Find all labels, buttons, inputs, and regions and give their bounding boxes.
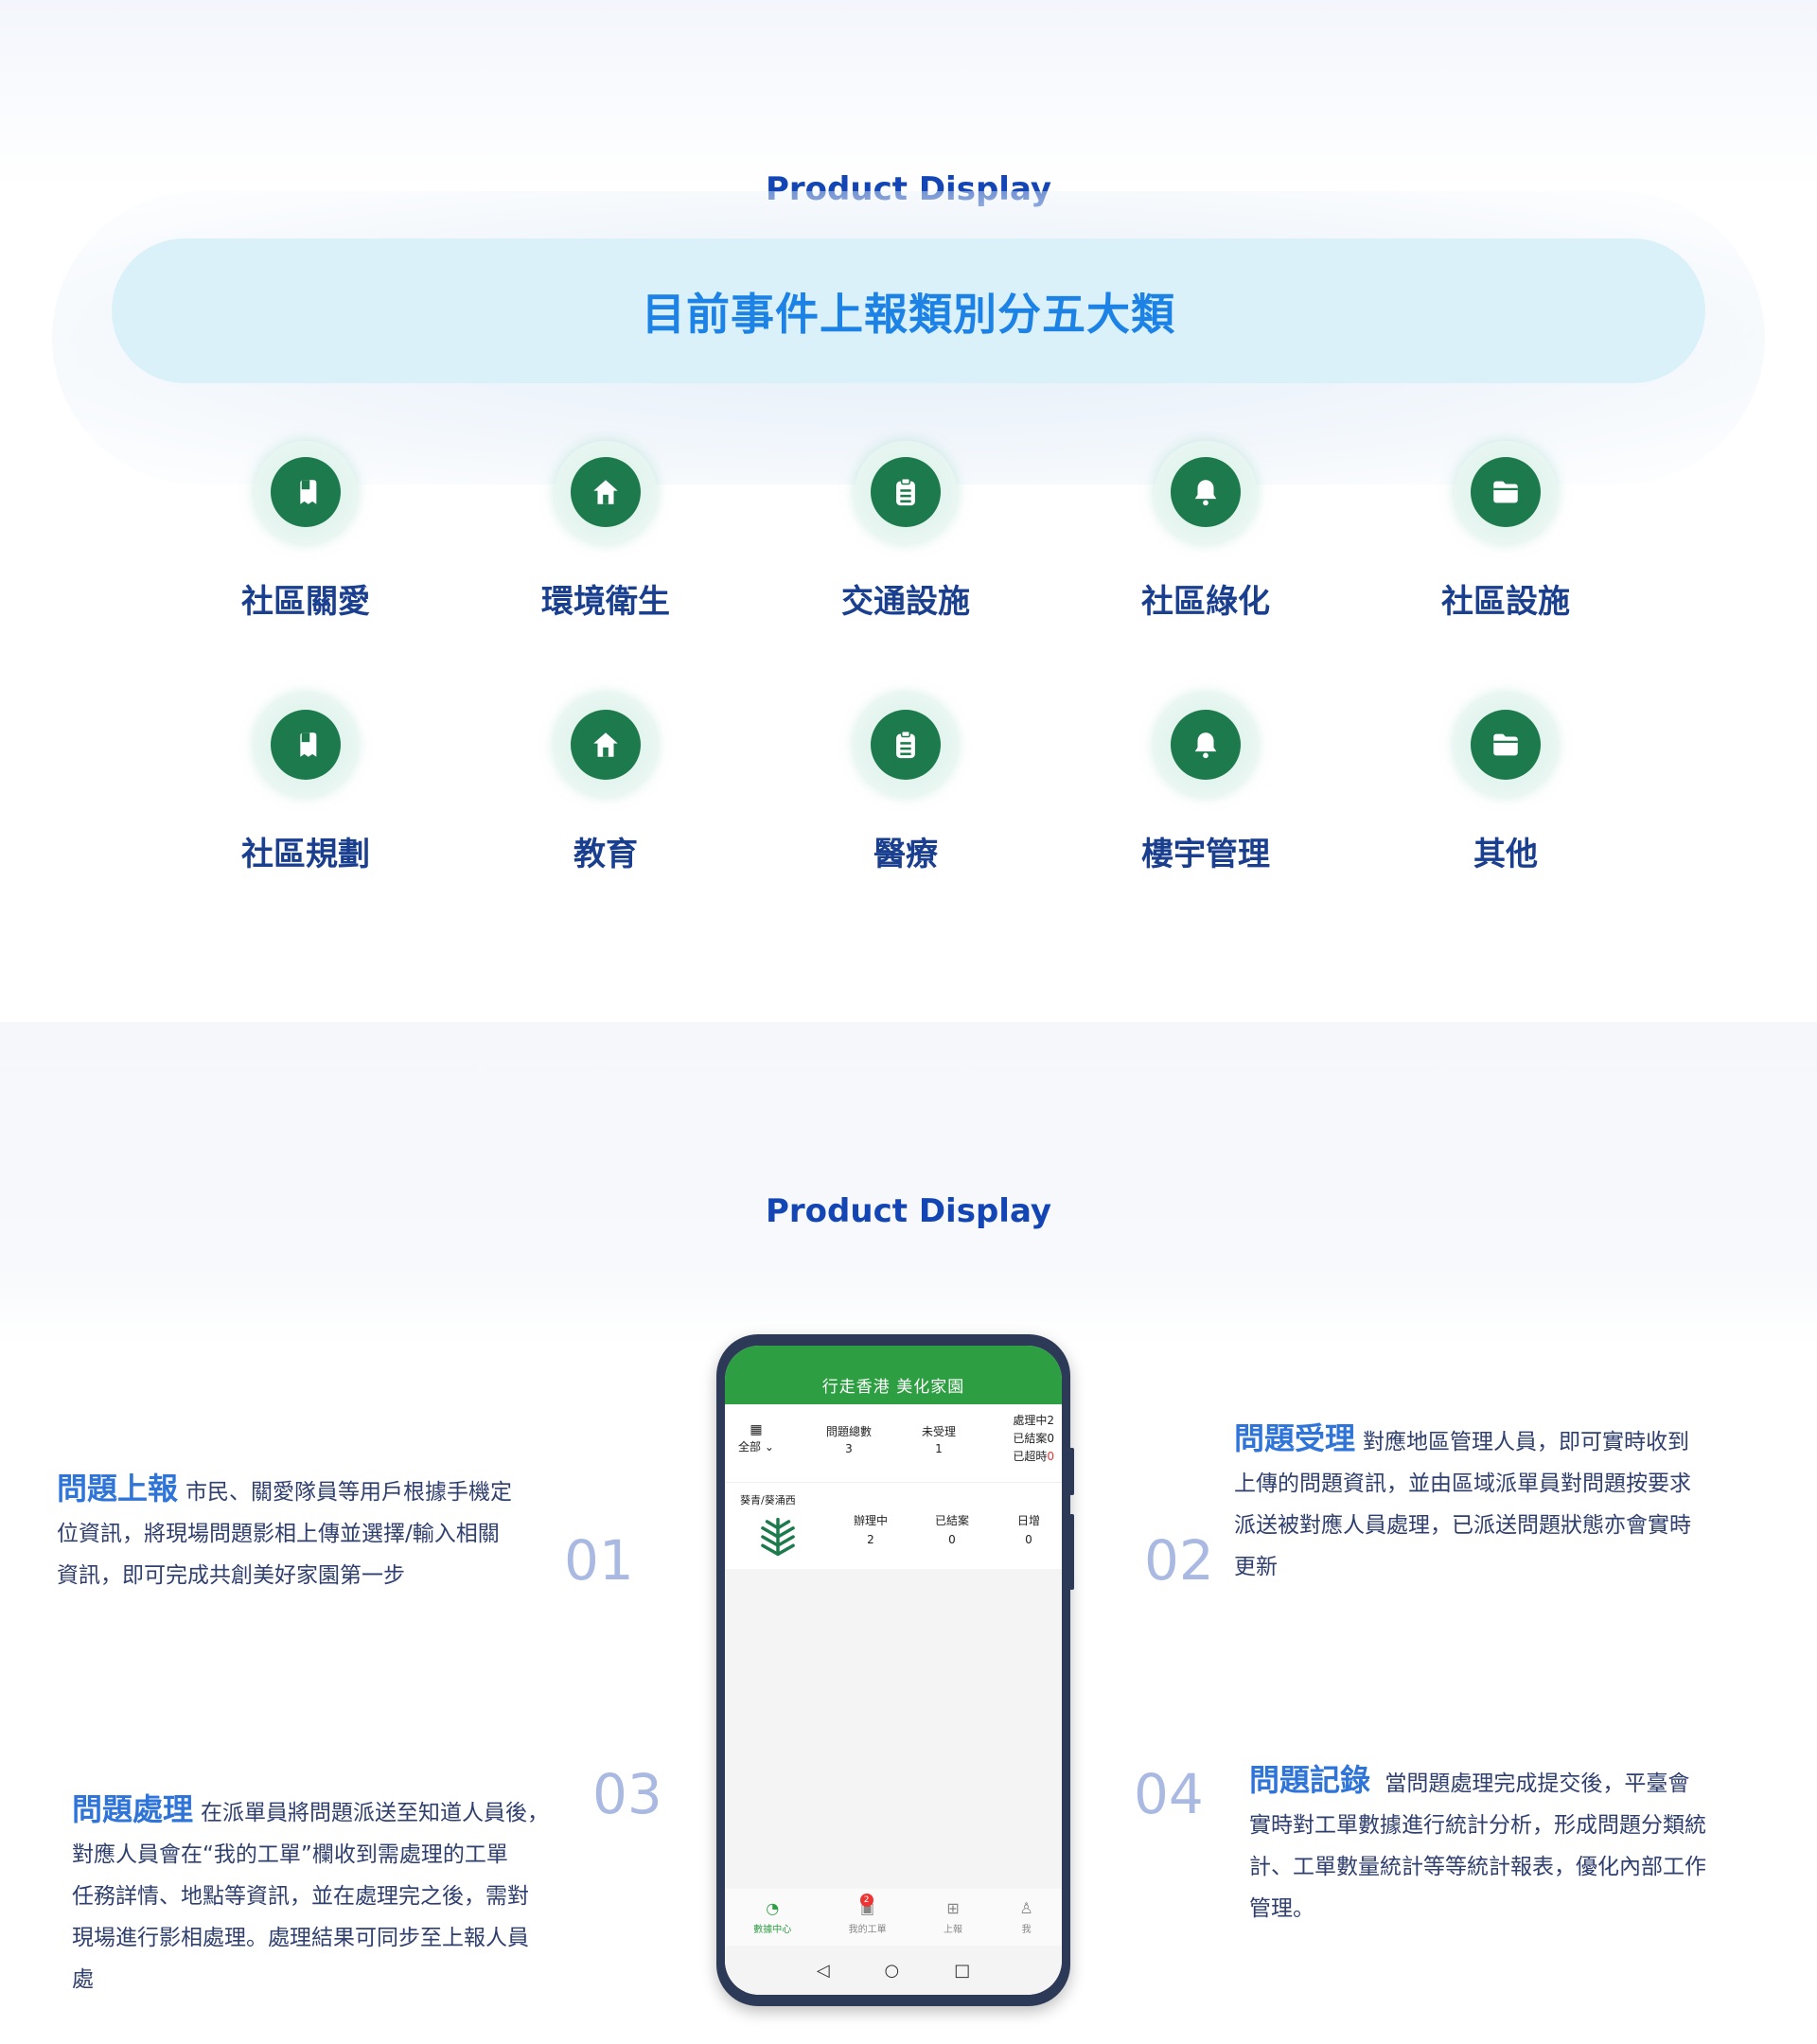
feature-title: 問題上報 [57,1471,179,1507]
bell-icon [1171,710,1241,780]
calendar-icon: ▦ [750,1422,763,1437]
phone-mockup: 行走香港 美化家園 ▦ 全部 ⌄ 問題總數 3 未受理 1 處理中2 已結案0 [716,1334,1074,2006]
category-community-planning[interactable]: 社區規劃 [192,694,419,883]
feature-title: 問題受理 [1234,1420,1356,1456]
filter-dropdown[interactable]: ▦ 全部 ⌄ [738,1422,774,1454]
step-number: 02 [1144,1528,1214,1593]
plus-square-icon: ⊞ [946,1899,960,1917]
category-building-management[interactable]: 樓宇管理 [1092,694,1319,883]
step-number: 04 [1134,1762,1204,1826]
back-icon[interactable]: ◁ [816,1960,830,1981]
feature-acceptance: 問題受理對應地區管理人員，即可實時收到 上傳的問題資訊，並由區域派單員對問題按要… [1234,1420,1691,1579]
category-environment-hygiene[interactable]: 環境衛生 [492,441,719,630]
section-categories: Product Display 目前事件上報類別分五大類 社區關愛 環境衛生 交… [0,0,1817,1022]
home-circle-icon[interactable]: ○ [884,1960,900,1981]
category-label: 醫療 [873,836,938,873]
order-count-badge: 2 [859,1894,873,1907]
stats-panel: ▦ 全部 ⌄ 問題總數 3 未受理 1 處理中2 已結案0 已超時0 [725,1404,1062,1482]
category-label: 社區設施 [1441,583,1570,621]
folder-icon [1471,710,1541,780]
category-label: 其他 [1473,836,1538,873]
region-card[interactable]: 葵青/葵涌西 辦理中 2 [725,1482,1062,1569]
feature-processing: 問題處理在派單員將問題派送至知道人員後， 對應人員會在“我的工單”欄收到需處理的… [72,1791,550,1992]
category-label: 社區綠化 [1141,583,1270,621]
user-icon: ♙ [1019,1899,1033,1917]
bookmark-icon [271,457,341,527]
home-icon [571,710,641,780]
category-label: 交通設施 [841,583,970,621]
dashboard-icon: ◔ [766,1899,780,1917]
clipboard-icon [871,710,941,780]
tab-report[interactable]: ⊞ 上報 [944,1899,963,1935]
category-education[interactable]: 教育 [492,694,719,883]
category-label: 教育 [573,836,638,873]
clipboard-icon [871,457,941,527]
bottom-tab-bar: ◔ 數據中心 ▣ 2 我的工單 ⊞ 上報 ♙ 我 [725,1889,1062,1946]
category-label: 社區規劃 [241,836,370,873]
feature-report: 問題上報市民、關愛隊員等用戶根據手機定 位資訊，將現場問題影相上傳並選擇/輸入相… [57,1471,513,1588]
feature-title: 問題記錄 [1249,1762,1371,1798]
bell-icon [1171,457,1241,527]
stat-total[interactable]: 問題總數 3 [825,1425,872,1455]
banner-text: 目前事件上報類別分五大類 [642,288,1175,340]
app-header: 行走香港 美化家園 [725,1346,1062,1404]
district-logo [750,1511,806,1562]
tab-my-orders[interactable]: ▣ 2 我的工單 [848,1894,887,1935]
home-icon [571,457,641,527]
category-others[interactable]: 其他 [1392,694,1619,883]
category-label: 樓宇管理 [1141,836,1270,873]
phone-screen: 行走香港 美化家園 ▦ 全部 ⌄ 問題總數 3 未受理 1 處理中2 已結案0 [725,1346,1062,1995]
category-label: 環境衛生 [541,583,670,621]
recents-icon[interactable]: □ [954,1960,971,1981]
status-summary: 處理中2 已結案0 已超時0 [1013,1414,1054,1463]
feature-record: 問題記錄 當問題處理完成提交後，平臺會 實時對工單數據進行統計分析，形成問題分類… [1249,1762,1706,1921]
region-stat-processing: 辦理中 2 [853,1514,888,1546]
category-medical[interactable]: 醫療 [792,694,1019,883]
tab-me[interactable]: ♙ 我 [1019,1899,1033,1935]
tab-data-center[interactable]: ◔ 數據中心 [753,1899,792,1935]
stat-unaccepted[interactable]: 未受理 1 [921,1425,956,1455]
step-number: 03 [592,1762,662,1826]
step-number: 01 [564,1528,634,1593]
category-community-facilities[interactable]: 社區設施 [1392,441,1619,630]
chevron-down-icon: ⌄ [764,1440,774,1454]
region-name: 葵青/葵涌西 [740,1494,796,1507]
section-title: Product Display [766,1192,1051,1230]
feature-title: 問題處理 [72,1791,194,1827]
category-label: 社區關愛 [241,583,370,621]
bookmark-icon [271,710,341,780]
region-stat-closed: 已結案 0 [934,1514,969,1546]
category-banner: 目前事件上報類別分五大類 [112,238,1705,383]
category-traffic-facilities[interactable]: 交通設施 [792,441,1019,630]
app-title: 行走香港 美化家園 [821,1378,965,1397]
category-community-care[interactable]: 社區關愛 [192,441,419,630]
category-greening[interactable]: 社區綠化 [1092,441,1319,630]
region-stat-daily: 日增 0 [1016,1514,1040,1546]
system-nav-bar: ◁ ○ □ [725,1946,1062,1995]
section-workflow: Product Display 問題上報市民、關愛隊員等用戶根據手機定 位資訊，… [0,1022,1817,2044]
folder-icon [1471,457,1541,527]
